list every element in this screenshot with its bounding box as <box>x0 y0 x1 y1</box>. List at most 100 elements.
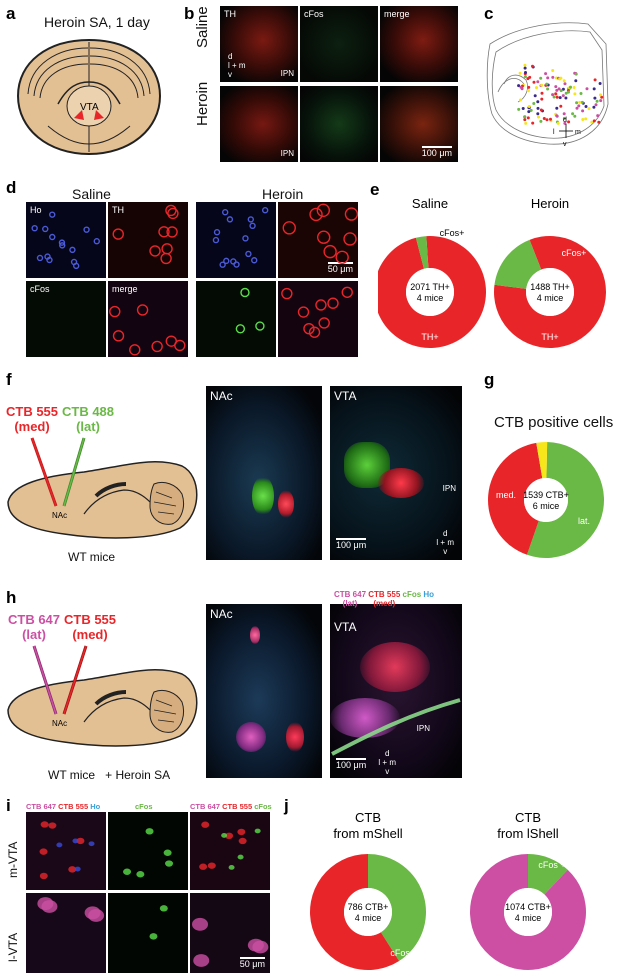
tracer-red-label: CTB 555(med) <box>64 612 117 642</box>
center-mice: 4 mice <box>515 913 542 923</box>
row-label-saline: Saline <box>194 6 211 48</box>
slice-th <box>378 236 486 348</box>
label-th: TH+ <box>421 332 438 342</box>
donut-chart-g: 1539 CTB+6 mice med. lat. <box>488 442 604 558</box>
center-count: 1488 TH+ <box>530 282 570 292</box>
nac-title: NAc <box>210 389 233 403</box>
col2-header: cFos <box>135 802 153 811</box>
row-label-m-vta: m-VTA <box>6 841 20 878</box>
slice-cfos <box>528 854 568 895</box>
label-cfos: cFos + <box>538 860 565 870</box>
red-injection-site <box>278 490 294 518</box>
brain-sagittal-schematic: NAc <box>7 437 198 539</box>
panel-letter-g: g <box>484 370 495 389</box>
label-th: TH+ <box>541 332 558 342</box>
image-heroin-cfos <box>196 281 276 357</box>
panel-letter-d: d <box>6 178 17 197</box>
cell-dots <box>517 63 604 125</box>
red-fibers <box>360 642 430 692</box>
image-lvta-cfos <box>108 893 188 973</box>
chart-title: Heroin <box>531 196 569 211</box>
slice-both <box>536 442 548 479</box>
image-mvta-merge <box>190 812 270 890</box>
chart-title: Saline <box>412 196 448 211</box>
scale-bar: 50 μm <box>327 262 353 274</box>
center-count: 786 CTB+ <box>348 902 389 912</box>
nac-title: NAc <box>210 607 233 621</box>
tracer-magenta-label: CTB 647(lat) <box>8 612 61 642</box>
ipn-label: IPN <box>442 484 456 493</box>
slice-ctb <box>310 854 400 970</box>
ipn-label: IPN <box>416 724 430 733</box>
slice-cfos <box>415 236 429 269</box>
chart-title: CTB <box>355 810 381 825</box>
brain-sagittal-schematic: NAc <box>7 645 198 747</box>
scale-bar: 100 μm <box>421 146 452 158</box>
panel-letter-a: a <box>6 4 16 23</box>
label-cfos: cFos + <box>390 948 417 958</box>
track-mark <box>250 626 260 644</box>
vta-title: VTA <box>334 389 357 403</box>
slice-cfos <box>368 854 426 961</box>
svg-text:m: m <box>575 129 581 136</box>
panel-letter-c: c <box>484 4 494 23</box>
col-label-th: TH <box>224 9 236 19</box>
image-heroin-cfos <box>300 86 378 162</box>
label-lat: lat. <box>578 516 590 526</box>
center-count: 2071 TH+ <box>410 282 450 292</box>
image-saline-merge: merge <box>380 6 458 82</box>
image-heroin-th: 50 μm <box>278 202 358 278</box>
magenta-injection-site <box>236 722 266 752</box>
group-label-heroin: Heroin <box>262 186 304 202</box>
center-count: 1539 CTB+ <box>523 490 569 500</box>
label-med: med. <box>496 490 516 500</box>
scale-bar: 100 μm <box>336 758 367 770</box>
image-lvta-merge: 50 μm <box>190 893 270 973</box>
chart-subtitle: from lShell <box>497 826 559 841</box>
image-heroin-th: IPN <box>220 86 298 162</box>
svg-text:v: v <box>563 141 567 148</box>
center-mice: 6 mice <box>533 501 560 511</box>
image-nac-section: NAc <box>206 386 322 560</box>
scale-bar: 100 μm <box>336 538 367 550</box>
magenta-fibers <box>330 698 400 738</box>
image-saline-ho: Ho <box>26 202 106 278</box>
image-nac-section: NAc <box>206 604 322 778</box>
image-heroin-merge: 100 μm <box>380 86 458 162</box>
group-label-saline: Saline <box>72 186 111 202</box>
green-injection-site <box>252 476 274 516</box>
vta-title: VTA <box>334 620 357 634</box>
panel-a-title: Heroin SA, 1 day <box>44 14 150 30</box>
slice-ctb <box>470 854 586 970</box>
label-cfos: cFos+ <box>440 228 465 238</box>
image-saline-th: TH <box>108 202 188 278</box>
col-label-cfos: cFos <box>304 9 324 19</box>
col-label-merge: merge <box>384 9 410 19</box>
nac-label: NAc <box>52 511 67 520</box>
red-fibers <box>378 468 424 498</box>
slice-cfos <box>494 239 542 289</box>
center-count: 1074 CTB+ <box>505 902 551 912</box>
svg-text:d: d <box>563 117 567 124</box>
row-label-l-vta: l-VTA <box>6 932 20 962</box>
green-tract <box>331 698 461 756</box>
image-heroin-ho <box>196 202 276 278</box>
image-saline-cfos: cFos <box>300 6 378 82</box>
col1-header: CTB 647 CTB 555 Ho <box>26 802 101 811</box>
chart-subtitle: from mShell <box>333 826 402 841</box>
image-saline-cfos: cFos <box>26 281 106 357</box>
image-heroin-merge <box>278 281 358 357</box>
panel-letter-e: e <box>370 180 380 199</box>
tracer-red-label: CTB 555(med) <box>6 404 59 434</box>
panel-letter-i: i <box>6 796 11 815</box>
slice-lat <box>526 442 604 558</box>
brain-coronal-schematic: VTA <box>16 38 162 156</box>
svg-text:l: l <box>553 129 555 136</box>
cell-location-map: d v l m <box>486 22 609 148</box>
